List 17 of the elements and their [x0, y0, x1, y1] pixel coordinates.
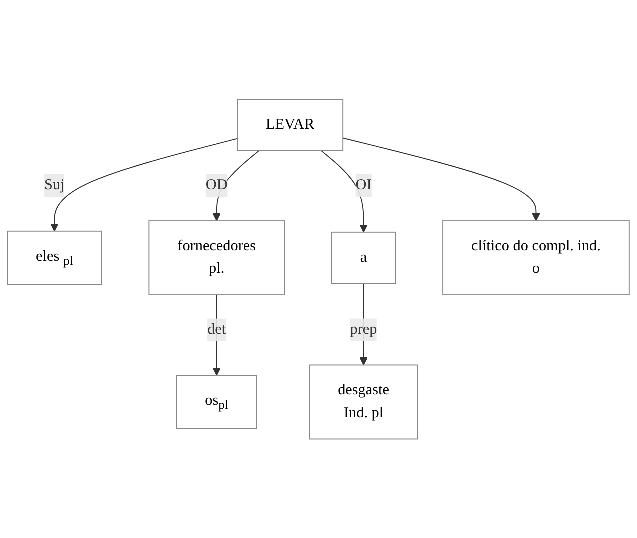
arrow [212, 294, 222, 376]
arrow [320, 150, 368, 232]
arrow [212, 150, 260, 221]
node-box: LEVAR [237, 98, 344, 151]
node-box: clítico do compl. ind. o [442, 220, 630, 296]
arrow [342, 137, 540, 221]
edge-label: prep [350, 321, 378, 338]
node-box: desgaste Ind. pl [309, 364, 418, 440]
node-box: eles $_{pl}$ [7, 230, 102, 285]
node-box: fornecedores pl. [148, 220, 285, 296]
edge-label: OI [356, 176, 372, 194]
edge-label: det [208, 321, 226, 338]
node-box: a [331, 232, 396, 284]
node-box: os$_{pl}$ [176, 374, 258, 429]
arrow [50, 138, 238, 232]
edge-label: Suj [44, 176, 65, 194]
edge-label: OD [206, 176, 228, 194]
